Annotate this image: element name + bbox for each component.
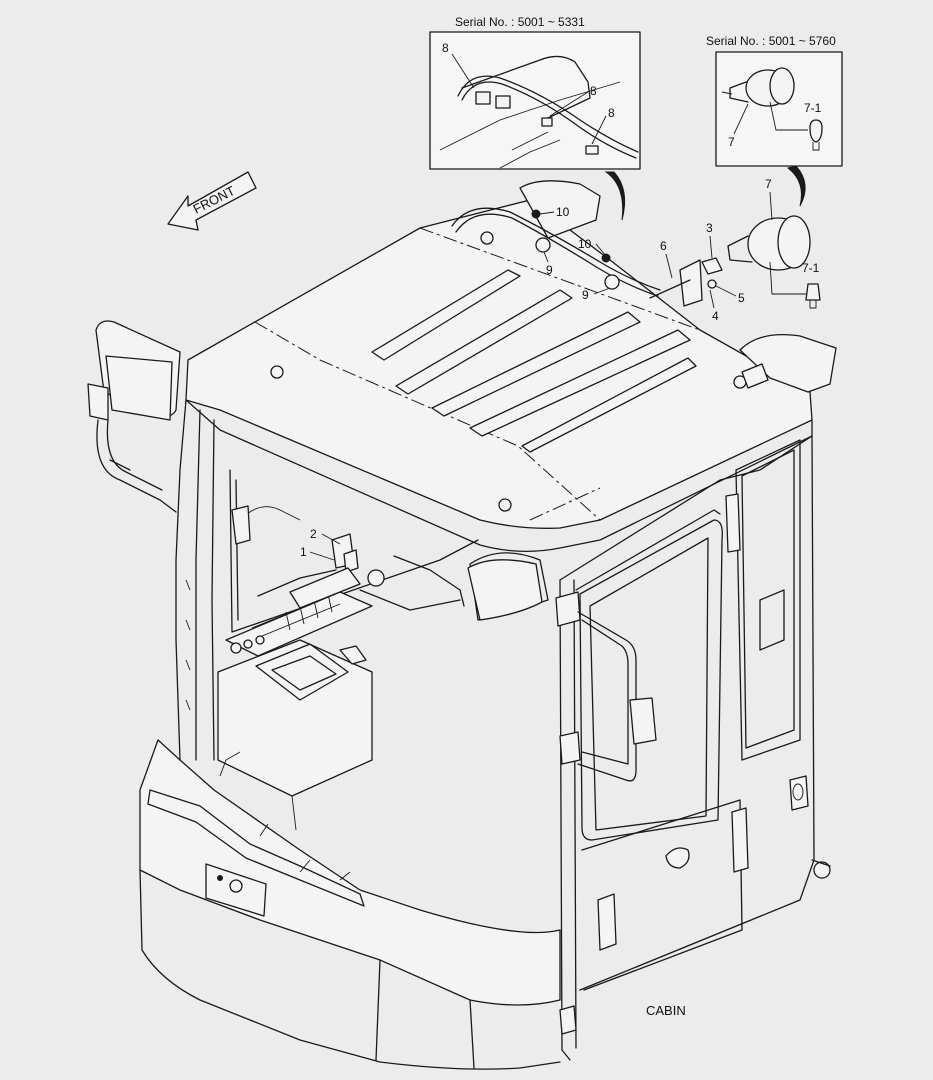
inset-left-pointer	[604, 171, 626, 221]
callout-2: 2	[310, 527, 317, 541]
front-lower-panel	[139, 739, 561, 1006]
right-mirror	[467, 559, 543, 621]
callout-3: 3	[706, 221, 713, 235]
callout-10-upper: 10	[556, 205, 570, 219]
inset-left-serial: Serial No. : 5001 ~ 5331	[455, 15, 585, 29]
assembly-label: CABIN	[646, 1003, 686, 1018]
callout-10-lower: 10	[578, 237, 592, 251]
inset-right-callout-7: 7	[728, 135, 735, 149]
callout-6: 6	[660, 239, 667, 253]
inset-left-callout-a: 8	[442, 41, 449, 55]
inset-left: Serial No. : 5001 ~ 5331 8 8 8	[429, 15, 641, 170]
callout-5: 5	[738, 291, 745, 305]
front-arrow: FRONT	[167, 171, 257, 231]
callout-9-lower: 9	[582, 288, 589, 302]
front-arrow-label: FRONT	[191, 183, 238, 217]
cabin-body	[87, 180, 837, 1070]
roof-panel	[185, 199, 813, 529]
inset-right: Serial No. : 5001 ~ 5760 7 7-1	[706, 34, 843, 167]
inset-left-frame	[429, 31, 641, 170]
callouts: 10 10 9 9 6 3 7 5 4 7-1 2 1	[300, 177, 821, 561]
inset-left-callout-c: 8	[608, 106, 615, 120]
inset-left-callout-b: 8	[590, 84, 597, 98]
inset-right-callout-7-1: 7-1	[804, 101, 822, 115]
callout-7: 7	[765, 177, 772, 191]
callout-4: 4	[712, 309, 719, 323]
callout-9-upper: 9	[546, 263, 553, 277]
inset-right-serial: Serial No. : 5001 ~ 5760	[706, 34, 836, 48]
inset-right-pointer	[786, 165, 806, 207]
callout-7-1: 7-1	[802, 261, 820, 275]
callout-1: 1	[300, 545, 307, 559]
